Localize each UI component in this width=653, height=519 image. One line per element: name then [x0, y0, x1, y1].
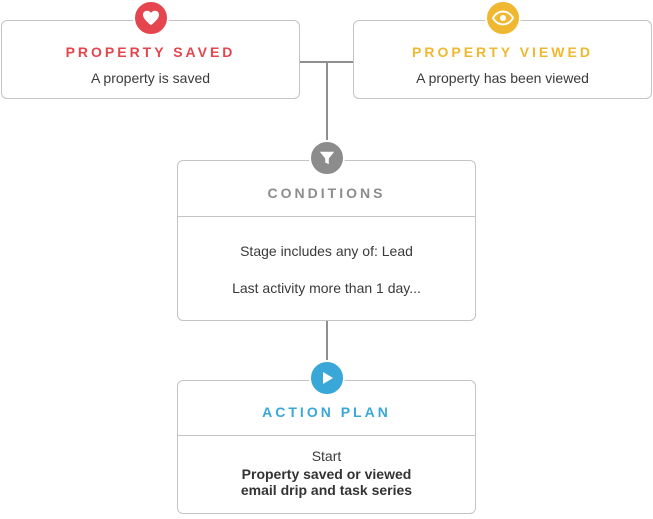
action-plan-start: Start [311, 448, 342, 464]
trigger-title-property-viewed: PROPERTY VIEWED [412, 44, 593, 60]
filter-icon [309, 140, 345, 176]
condition-item-stage: Stage includes any of: Lead [240, 243, 413, 259]
action-plan-name-line-2: email drip and task series [240, 482, 413, 498]
conditions-title: CONDITIONS [267, 185, 386, 201]
eye-icon [485, 0, 521, 36]
action-plan-divider [178, 435, 475, 436]
heart-icon [133, 0, 169, 36]
connector-left [300, 61, 327, 63]
play-icon [309, 360, 345, 396]
conditions-card[interactable]: CONDITIONS Stage includes any of: Lead L… [177, 160, 476, 321]
trigger-title-property-saved: PROPERTY SAVED [65, 44, 236, 60]
trigger-description-property-saved: A property is saved [90, 70, 211, 86]
connector-right [327, 61, 353, 63]
action-plan-card[interactable]: ACTION PLAN Start Property saved or view… [177, 380, 476, 514]
trigger-description-property-viewed: A property has been viewed [416, 70, 589, 86]
connector-down-to-conditions [326, 61, 328, 141]
action-plan-title: ACTION PLAN [262, 404, 391, 420]
action-plan-name-line-1: Property saved or viewed [241, 466, 412, 482]
conditions-divider [178, 216, 475, 217]
condition-item-last-activity: Last activity more than 1 day... [232, 280, 421, 296]
connector-down-to-action [326, 320, 328, 362]
